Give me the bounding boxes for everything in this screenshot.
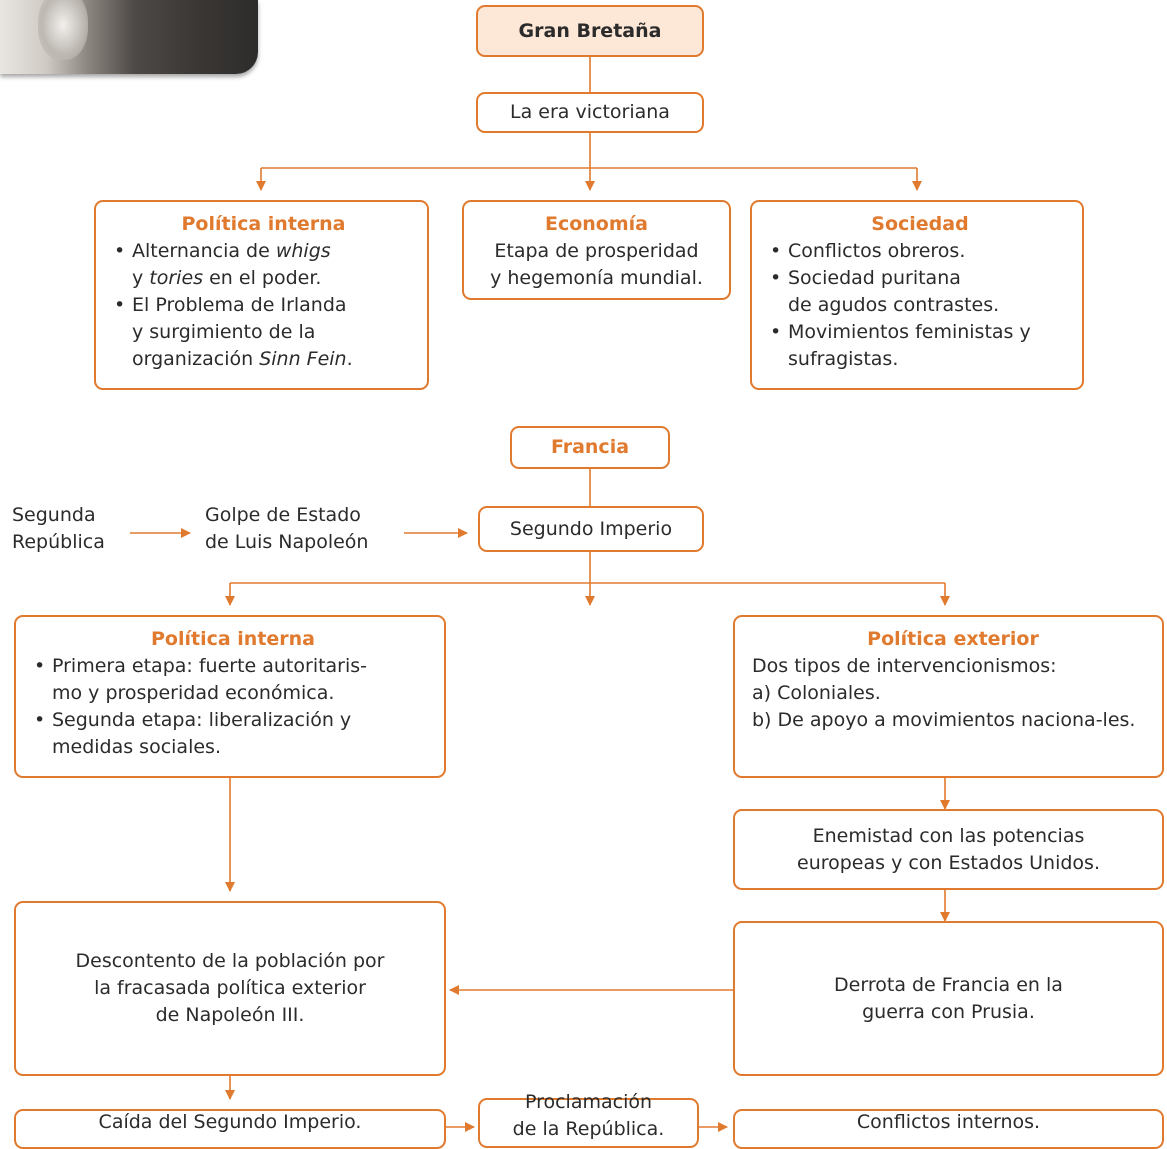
- fr-pi-bullet-1: Primera etapa: fuerte autoritaris-mo y p…: [30, 653, 436, 707]
- descontento-box: Descontento de la población por la fraca…: [14, 901, 446, 1076]
- gb-sociedad-box: Sociedad Conflictos obreros. Sociedad pu…: [750, 200, 1084, 390]
- enemistad-box: Enemistad con las potencias europeas y c…: [733, 809, 1164, 890]
- gb-economia-heading: Economía: [544, 213, 648, 235]
- derrota-box: Derrota de Francia en la guerra con Prus…: [733, 921, 1164, 1076]
- gb-sociedad-heading: Sociedad: [871, 213, 969, 235]
- conflictos-box: Conflictos internos.: [733, 1109, 1164, 1149]
- francia-title: Francia: [510, 426, 670, 469]
- segundo-imperio-box: Segundo Imperio: [478, 506, 704, 552]
- photo-fragment: [0, 0, 258, 74]
- era-victoriana-box: La era victoriana: [476, 92, 704, 133]
- fr-politica-exterior-heading: Política exterior: [867, 628, 1039, 650]
- fr-politica-interna-heading: Política interna: [150, 628, 316, 650]
- fr-politica-interna-box: Política interna Primera etapa: fuerte a…: [14, 615, 446, 778]
- caida-box: Caída del Segundo Imperio.: [14, 1109, 446, 1149]
- golpe-de-estado-label: Golpe de Estado de Luis Napoleón: [205, 504, 369, 553]
- segunda-republica-label: Segunda República: [12, 504, 105, 553]
- proclamacion-box: Proclamación de la República.: [478, 1091, 699, 1148]
- gb-politica-interna-heading: Política interna: [181, 213, 346, 235]
- gran-bretana-title: Gran Bretaña: [476, 5, 704, 57]
- gb-economia-box: Economía Etapa de prosperidad y hegemoní…: [462, 200, 731, 300]
- fr-politica-exterior-box: Política exterior Dos tipos de intervenc…: [733, 615, 1164, 778]
- gb-soc-bullet-1: Conflictos obreros.: [766, 238, 1074, 265]
